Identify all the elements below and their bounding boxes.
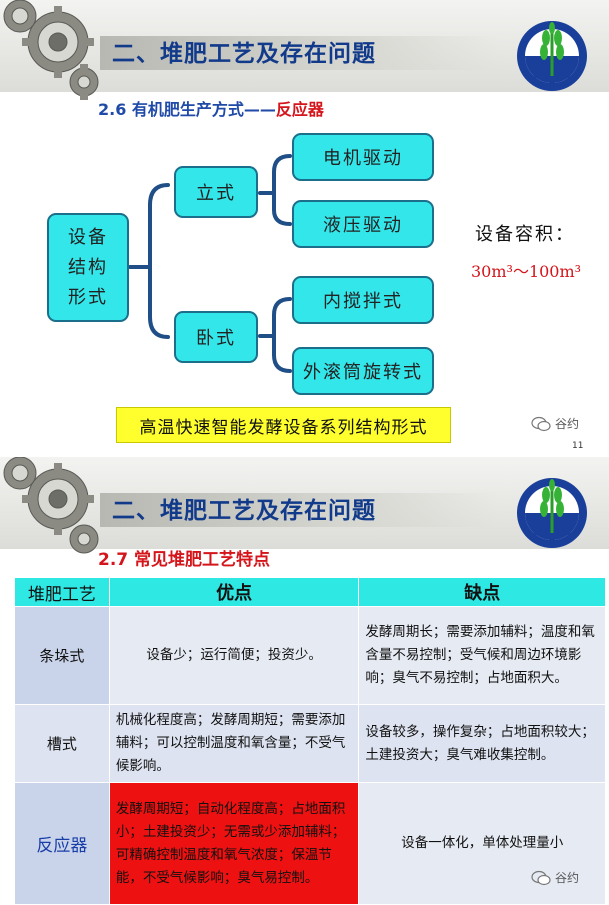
tree-connectors [128, 154, 292, 373]
wechat-chat-icon [531, 870, 551, 885]
process-pros: 设备少；运行简便；投资少。 [108, 606, 360, 705]
process-name: 条垛式 [14, 606, 110, 705]
header-cons: 缺点 [358, 577, 606, 607]
compost-process-table: 堆肥工艺 优点 缺点 条垛式 设备少；运行简便；投资少。 发酵周期长；需要添加辅… [14, 577, 606, 905]
table-row: 条垛式 设备少；运行简便；投资少。 发酵周期长；需要添加辅料；温度和氧含量不易控… [14, 606, 606, 705]
watermark: 谷约 [531, 869, 579, 886]
header-title-bar [100, 36, 500, 70]
subtitle-prefix: 2.6 有机肥生产方式—— [98, 100, 276, 119]
slide-1: 二、堆肥工艺及存在问题 2.6 有机肥生产方式——反应器 设备 结构 形式 立式… [0, 0, 609, 451]
table-row: 反应器 发酵周期短；自动化程度高；占地面积小；土建投资少；无需或少添加辅料；可精… [14, 782, 606, 905]
header-title-bar [100, 493, 500, 527]
header-process: 堆肥工艺 [14, 577, 110, 607]
gear-cluster-icon [3, 0, 99, 100]
process-pros: 机械化程度高；发酵周期短；需要添加辅料；可以控制温度和氧含量；不受气候影响。 [108, 704, 360, 783]
watermark-text: 谷约 [555, 417, 580, 431]
process-name: 槽式 [14, 704, 110, 783]
motor-drive-box: 电机驱动 [292, 133, 434, 181]
diagram-caption: 高温快速智能发酵设备系列结构形式 [116, 407, 451, 443]
process-cons: 设备一体化，单体处理量小 [358, 782, 606, 905]
process-cons: 发酵周期长；需要添加辅料；温度和氧含量不易控制；受气候和周边环境影响；臭气不易控… [358, 606, 606, 705]
page-number: 11 [572, 441, 584, 451]
process-name: 反应器 [14, 782, 110, 905]
slide-title: 二、堆肥工艺及存在问题 [112, 498, 376, 524]
hydraulic-drive-box: 液压驱动 [292, 200, 434, 248]
horizontal-type-box: 卧式 [174, 311, 258, 363]
wheat-gear-logo-icon [517, 478, 587, 548]
subtitle-highlight: 反应器 [275, 100, 324, 119]
slide-subtitle: 2.7 常见堆肥工艺特点 [98, 550, 271, 570]
internal-stirring-box: 内搅拌式 [292, 276, 434, 324]
structure-root-box: 设备 结构 形式 [47, 213, 129, 322]
capacity-label: 设备容积： [475, 224, 575, 245]
header-pros: 优点 [108, 577, 360, 607]
wheat-gear-logo-icon [517, 21, 587, 91]
watermark: 谷约 [531, 415, 579, 432]
slide-2: 二、堆肥工艺及存在问题 2.7 常见堆肥工艺特点 堆肥工艺 优点 缺点 条垛式 … [0, 457, 609, 905]
gear-cluster-icon [3, 457, 99, 554]
watermark-text: 谷约 [555, 871, 580, 885]
table-header-row: 堆肥工艺 优点 缺点 [14, 577, 606, 607]
wechat-chat-icon [531, 416, 551, 431]
vertical-type-box: 立式 [174, 166, 258, 218]
slide-subtitle: 2.6 有机肥生产方式——反应器 [98, 96, 324, 120]
external-drum-rotating-box: 外滚筒旋转式 [292, 347, 434, 395]
slide-title: 二、堆肥工艺及存在问题 [112, 41, 376, 67]
process-cons: 设备较多，操作复杂；占地面积较大；土建投资大；臭气难收集控制。 [358, 704, 606, 783]
process-pros: 发酵周期短；自动化程度高；占地面积小；土建投资少；无需或少添加辅料；可精确控制温… [108, 782, 360, 905]
table-row: 槽式 机械化程度高；发酵周期短；需要添加辅料；可以控制温度和氧含量；不受气候影响… [14, 704, 606, 783]
capacity-value: 30m³～100m³ [471, 262, 582, 281]
slide-separator [0, 451, 609, 457]
